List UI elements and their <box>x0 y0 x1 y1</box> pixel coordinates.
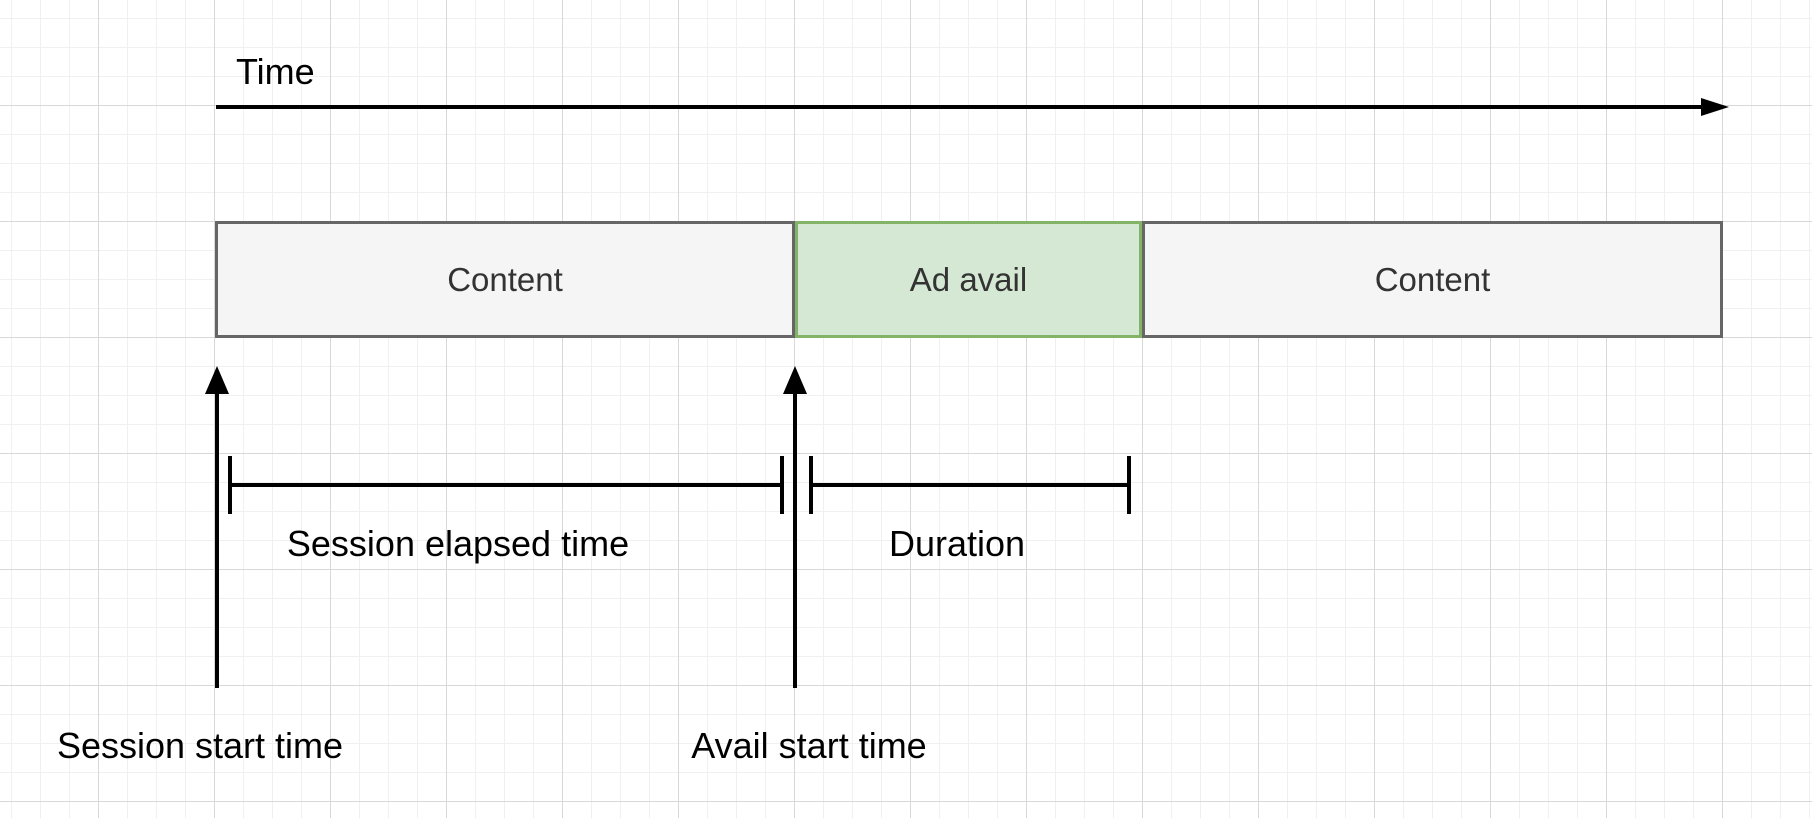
session-start-arrow-line <box>215 392 219 688</box>
session-elapsed-time-label: Session elapsed time <box>286 523 630 564</box>
segment-ad-avail: Ad avail <box>795 221 1142 338</box>
segment-content-left: Content <box>215 221 795 338</box>
duration-bracket-line <box>811 483 1129 487</box>
avail-start-arrowhead-icon <box>783 366 807 394</box>
session-elapsed-bracket-right-tick <box>780 456 784 514</box>
segment-ad-avail-label: Ad avail <box>909 260 1028 298</box>
avail-start-time-label: Avail start time <box>691 725 927 766</box>
time-axis-label: Time <box>236 51 315 92</box>
time-axis-line <box>216 105 1708 109</box>
time-axis-arrowhead-icon <box>1701 98 1729 116</box>
session-elapsed-bracket-line <box>230 483 782 487</box>
segment-content-left-label: Content <box>447 260 563 298</box>
session-start-time-label: Session start time <box>56 725 344 766</box>
duration-label: Duration <box>888 523 1026 564</box>
session-start-arrowhead-icon <box>205 366 229 394</box>
duration-bracket-right-tick <box>1127 456 1131 514</box>
segment-content-right-label: Content <box>1374 260 1491 298</box>
segment-content-right: Content <box>1142 221 1723 338</box>
avail-start-arrow-line <box>793 392 797 688</box>
